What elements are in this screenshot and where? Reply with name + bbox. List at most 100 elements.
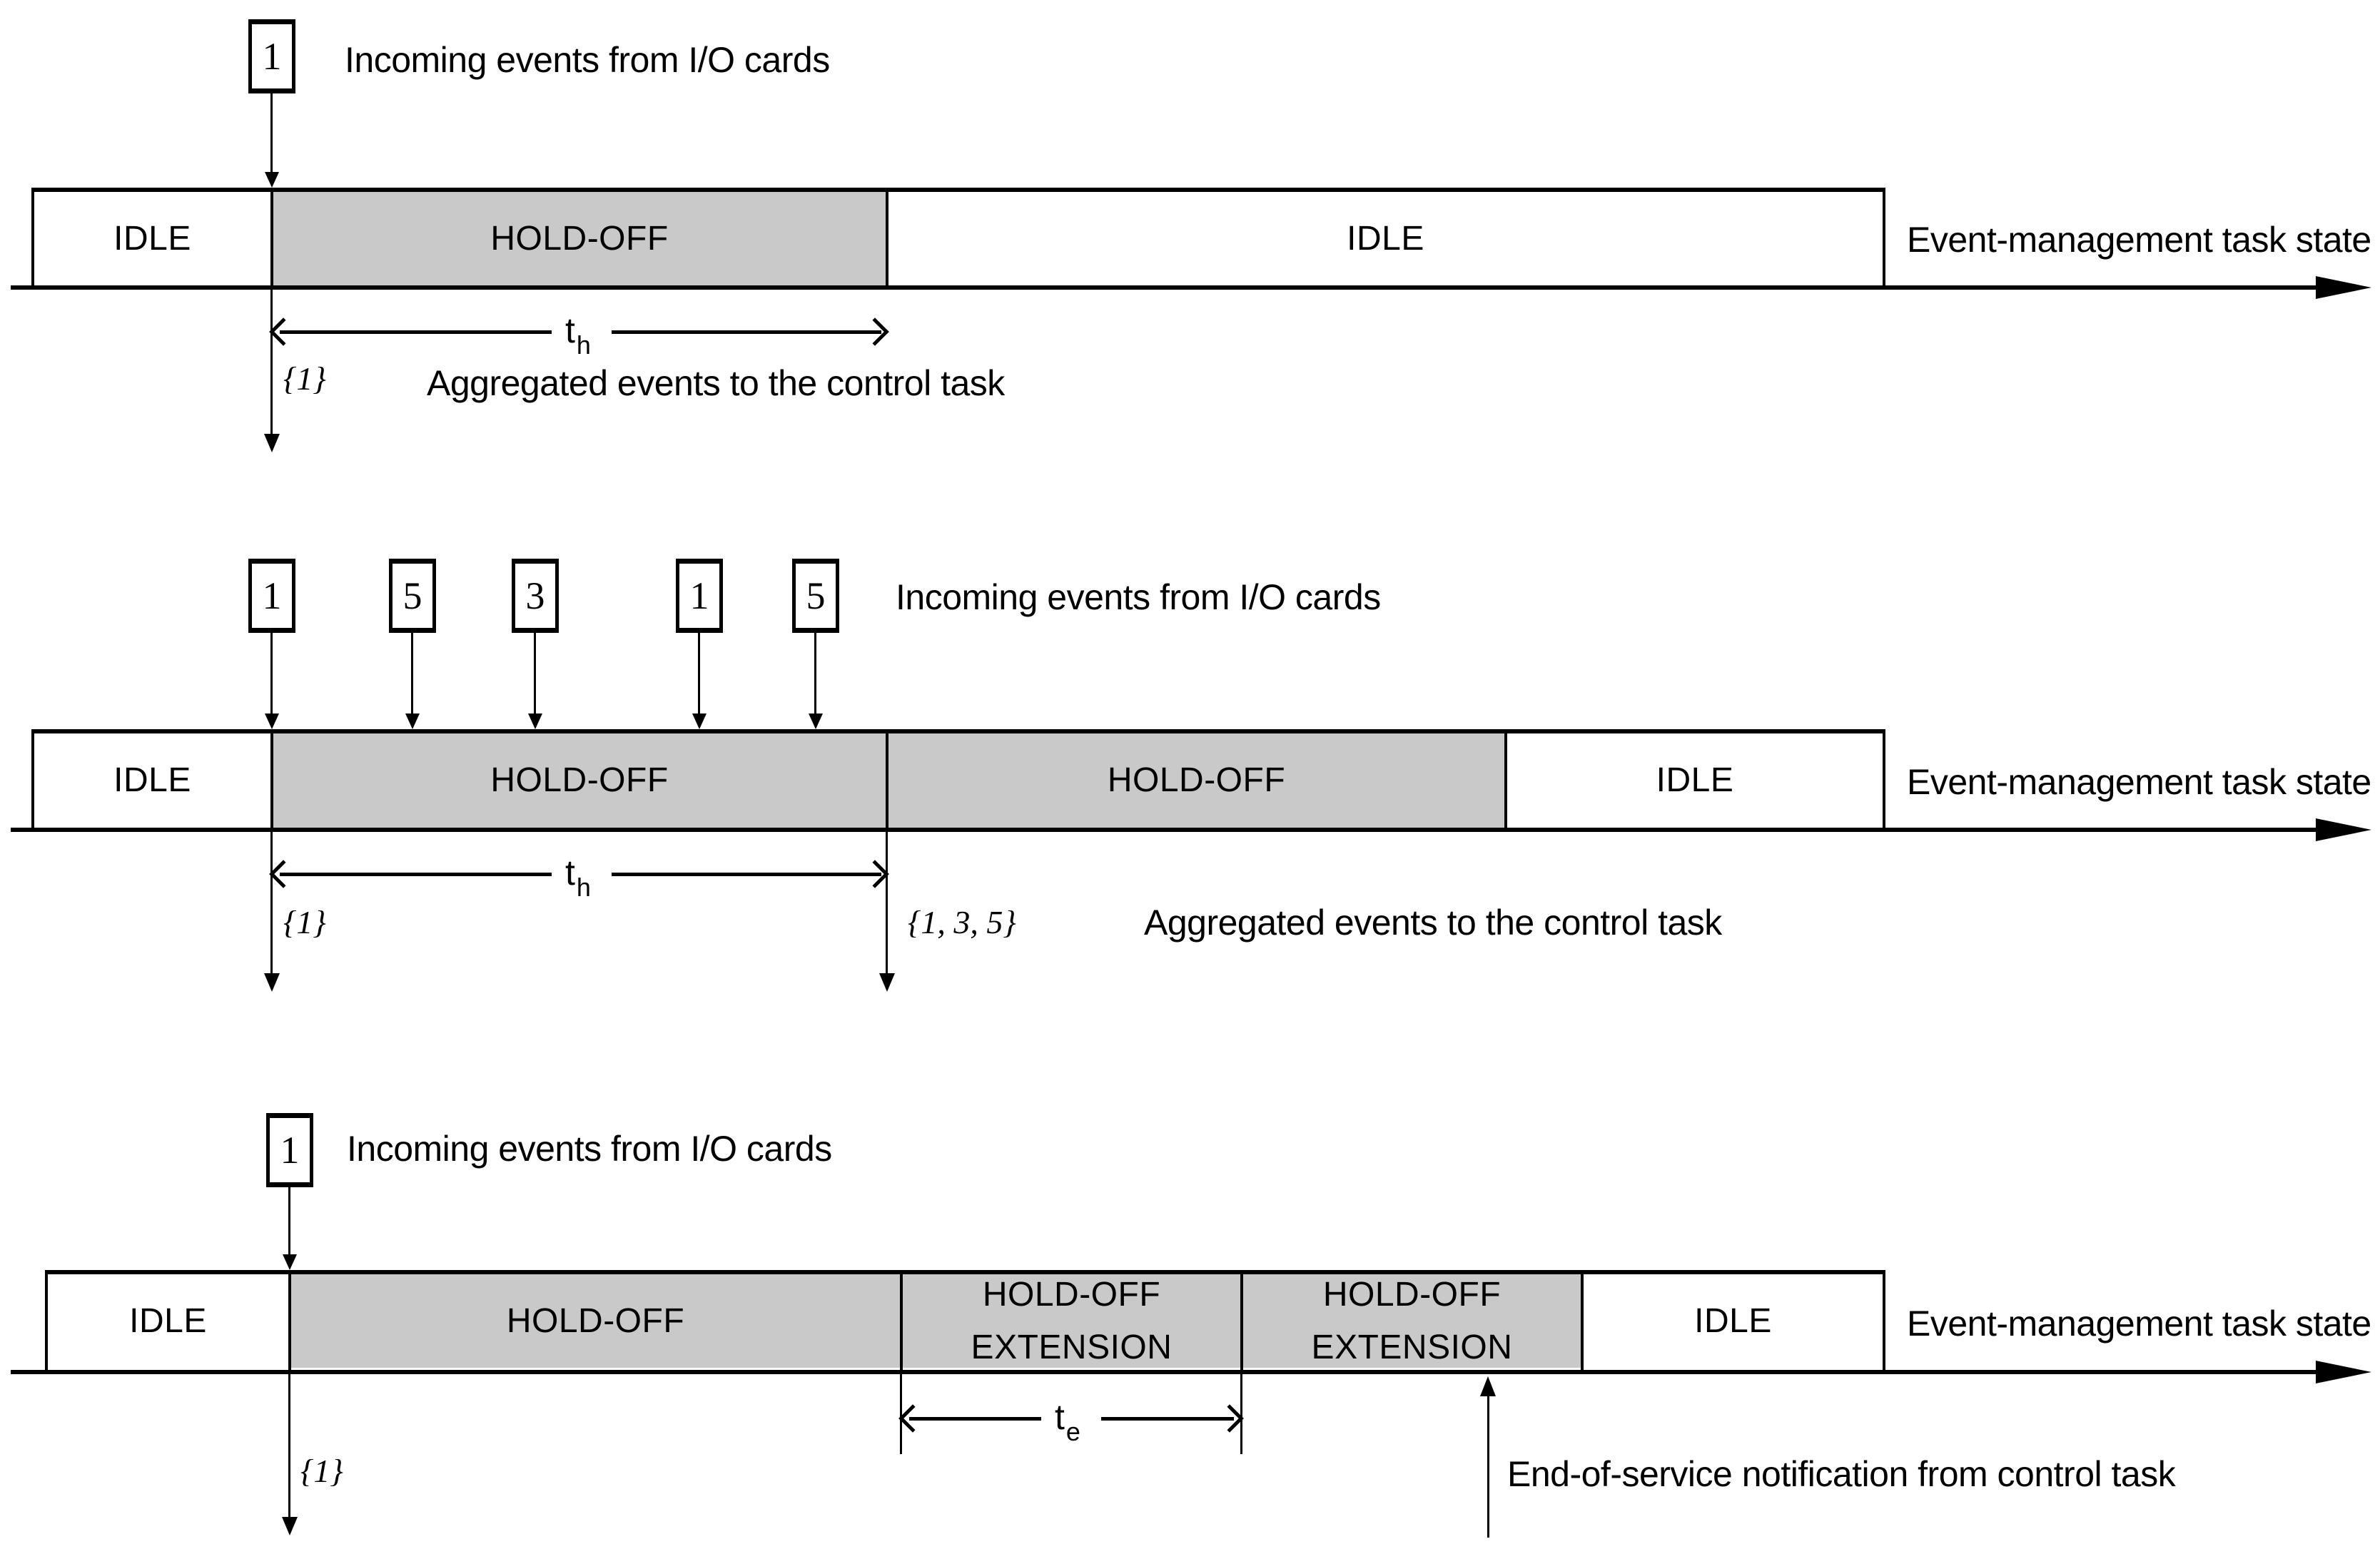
- duration-label: te: [1050, 1399, 1083, 1445]
- state-cell-idle: IDLE: [46, 1274, 290, 1368]
- output-events-label: {1}: [283, 360, 326, 397]
- state-cell-label: IDLE: [1656, 761, 1734, 799]
- duration-label: th: [561, 855, 594, 900]
- event-arrow-line: [270, 633, 273, 713]
- time-axis: [11, 285, 2316, 290]
- event-arrow-line: [288, 1187, 290, 1254]
- state-cell-label: IDLE: [129, 1301, 207, 1340]
- time-axis: [11, 828, 2316, 832]
- state-cell-label: HOLD-OFF: [506, 1301, 685, 1340]
- state-cell-holdoff-extension: HOLD-OFF EXTENSION: [1242, 1274, 1582, 1368]
- event-value: 3: [525, 574, 545, 617]
- state-cell-label: IDLE: [113, 219, 191, 258]
- output-arrow-line: [288, 1374, 290, 1517]
- aggregated-events-caption: Aggregated events to the control task: [1144, 903, 1722, 943]
- state-cell-label: HOLD-OFF: [490, 219, 669, 258]
- output-arrowhead-icon: [264, 434, 280, 452]
- output-arrow-line: [886, 832, 888, 973]
- duration-arrowhead-right-icon: [861, 318, 889, 346]
- state-cell-label: IDLE: [1694, 1301, 1772, 1340]
- output-events-label: {1, 3, 5}: [908, 904, 1016, 940]
- bar-top-line: [33, 188, 1884, 192]
- task-state-caption: Event-management task state: [1907, 762, 2371, 802]
- time-axis: [11, 1370, 2316, 1374]
- event-marker: 1: [676, 559, 723, 633]
- state-cell-holdoff: HOLD-OFF: [290, 1274, 901, 1368]
- end-of-service-arrow-line: [1487, 1396, 1489, 1538]
- state-cell-label: HOLD-OFF: [1322, 1275, 1502, 1314]
- duration-arrowhead-right-icon: [861, 860, 889, 888]
- duration-arrowhead-left-icon: [898, 1404, 927, 1433]
- task-state-caption: Event-management task state: [1907, 220, 2371, 260]
- state-cell-label: EXTENSION: [1311, 1328, 1513, 1366]
- duration-arrowhead-left-icon: [269, 860, 298, 888]
- cell-border: [270, 188, 273, 290]
- event-arrow-line: [534, 633, 536, 713]
- output-arrowhead-icon: [282, 1517, 298, 1535]
- cell-border: [1240, 1270, 1243, 1373]
- cell-border: [886, 188, 888, 290]
- event-marker: 5: [792, 559, 839, 633]
- event-arrow-line: [270, 93, 273, 172]
- cell-border: [900, 1270, 903, 1373]
- duration-arrowhead-left-icon: [269, 318, 298, 346]
- cell-border: [1581, 1270, 1584, 1373]
- event-marker: 3: [512, 559, 559, 633]
- bar-top-line: [33, 729, 1884, 733]
- end-of-service-caption: End-of-service notification from control…: [1507, 1454, 2176, 1494]
- duration-arrow-line: [612, 873, 881, 876]
- state-cell-idle: IDLE: [33, 733, 272, 828]
- event-arrowhead-icon: [528, 713, 542, 729]
- event-value: 5: [402, 574, 422, 617]
- cell-border: [1883, 1270, 1885, 1373]
- output-events-label: {1}: [300, 1453, 343, 1489]
- incoming-events-caption: Incoming events from I/O cards: [896, 577, 1381, 617]
- bar-top-line: [46, 1270, 1884, 1274]
- event-marker: 1: [248, 19, 295, 93]
- event-arrow-line: [411, 633, 413, 713]
- duration-arrowhead-right-icon: [1215, 1404, 1244, 1433]
- event-value: 1: [262, 574, 282, 617]
- cell-border: [886, 729, 888, 832]
- state-cell-label: HOLD-OFF: [982, 1275, 1161, 1314]
- duration-arrow-line: [1101, 1417, 1234, 1421]
- incoming-events-caption: Incoming events from I/O cards: [347, 1129, 832, 1169]
- state-cell-label: HOLD-OFF: [490, 761, 669, 799]
- event-value: 1: [262, 35, 282, 78]
- output-arrow-line: [270, 832, 273, 973]
- state-cell-idle: IDLE: [33, 192, 272, 285]
- axis-arrowhead-icon: [2316, 276, 2371, 299]
- state-cell-idle: IDLE: [1582, 1274, 1884, 1368]
- event-arrowhead-icon: [265, 713, 279, 729]
- cell-border: [1504, 729, 1507, 832]
- event-arrowhead-icon: [405, 713, 420, 729]
- cell-border: [31, 188, 34, 290]
- state-cell-idle: IDLE: [887, 192, 1884, 285]
- event-arrowhead-icon: [809, 713, 823, 729]
- event-arrowhead-icon: [265, 172, 279, 188]
- duration-arrow-line: [612, 330, 881, 334]
- event-value: 1: [689, 574, 709, 617]
- cell-border: [288, 1270, 291, 1373]
- event-arrowhead-icon: [283, 1254, 297, 1270]
- axis-arrowhead-icon: [2316, 818, 2371, 841]
- aggregated-events-caption: Aggregated events to the control task: [427, 363, 1005, 403]
- duration-arrow-line: [909, 1417, 1041, 1421]
- state-cell-holdoff-extension: HOLD-OFF EXTENSION: [901, 1274, 1242, 1368]
- state-cell-holdoff: HOLD-OFF: [272, 733, 887, 828]
- task-state-caption: Event-management task state: [1907, 1304, 2371, 1344]
- duration-label: th: [561, 313, 594, 358]
- event-value: 1: [280, 1129, 300, 1172]
- state-cell-holdoff: HOLD-OFF: [272, 192, 887, 285]
- output-events-label: {1}: [283, 904, 326, 940]
- event-marker: 5: [389, 559, 436, 633]
- duration-witness-line: [1240, 1374, 1242, 1454]
- event-arrowhead-icon: [692, 713, 707, 729]
- duration-witness-line: [900, 1374, 902, 1454]
- cell-border: [270, 729, 273, 832]
- duration-arrow-line: [280, 873, 552, 876]
- event-arrow-line: [814, 633, 816, 713]
- cell-border: [1883, 188, 1885, 290]
- cell-border: [1883, 729, 1885, 832]
